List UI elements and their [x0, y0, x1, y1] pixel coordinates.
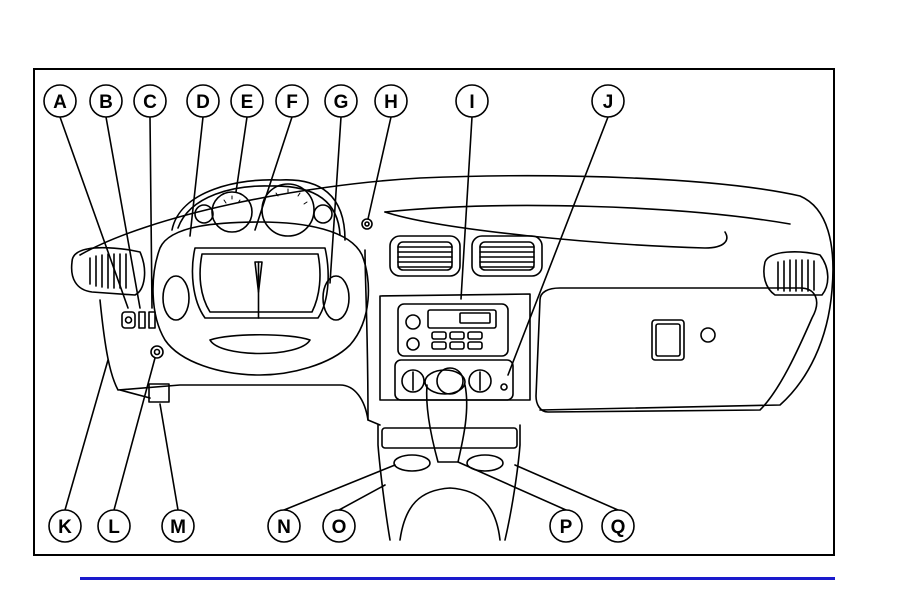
callout-label-A: A [53, 92, 67, 113]
callout-L: L [98, 510, 130, 542]
callout-F: F [276, 85, 308, 117]
lower-left-components [149, 346, 169, 402]
cupholder-left [394, 455, 430, 471]
callout-label-P: P [560, 517, 573, 538]
wheel-right-pad [323, 276, 349, 320]
fuel-gauge [195, 205, 213, 223]
wheel-left-pad [163, 276, 189, 320]
steering-wheel [153, 222, 368, 375]
callout-label-M: M [170, 517, 186, 538]
callout-label-C: C [143, 92, 157, 113]
callout-A: A [44, 85, 76, 117]
dimmer-control [151, 346, 163, 358]
center-console [378, 425, 520, 540]
center-vent-left [390, 236, 460, 276]
callout-C: C [134, 85, 166, 117]
callout-label-Q: Q [611, 517, 626, 538]
callout-label-H: H [384, 92, 398, 113]
callout-E: E [231, 85, 263, 117]
callout-label-G: G [334, 92, 349, 113]
callout-label-I: I [469, 92, 474, 113]
callout-Q: Q [602, 510, 634, 542]
temp-gauge [314, 205, 332, 223]
right-stalk-knob [362, 219, 372, 229]
callout-I: I [456, 85, 488, 117]
callout-label-E: E [241, 92, 254, 113]
callout-O: O [323, 510, 355, 542]
callout-label-J: J [603, 92, 614, 113]
callout-label-D: D [196, 92, 210, 113]
center-vent-right [472, 236, 542, 276]
page-bottom-rule [80, 577, 835, 580]
callout-K: K [49, 510, 81, 542]
callout-label-O: O [332, 517, 347, 538]
callout-label-K: K [58, 517, 72, 538]
callout-P: P [550, 510, 582, 542]
climate-controls [395, 360, 513, 400]
callout-J: J [592, 85, 624, 117]
callout-label-N: N [277, 517, 291, 538]
callout-label-B: B [99, 92, 113, 113]
callout-B: B [90, 85, 122, 117]
callout-label-L: L [108, 517, 120, 538]
callout-N: N [268, 510, 300, 542]
glove-box [536, 288, 817, 412]
left-switch-panel [122, 312, 155, 328]
callout-G: G [325, 85, 357, 117]
glove-box-lock [701, 328, 715, 342]
callout-H: H [375, 85, 407, 117]
callout-D: D [187, 85, 219, 117]
callout-label-F: F [286, 92, 298, 113]
callout-M: M [162, 510, 194, 542]
